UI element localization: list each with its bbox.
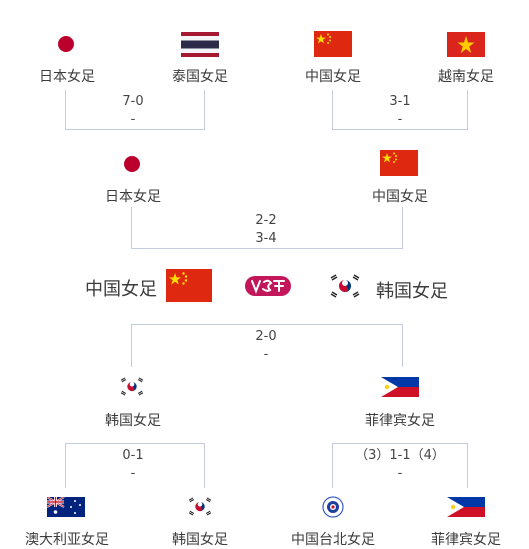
match-score-2: -	[397, 112, 403, 127]
team-name: 中国台北女足	[291, 532, 375, 548]
china-flag	[166, 269, 212, 302]
korea-flag	[186, 496, 214, 517]
match-score-2: -	[397, 466, 403, 481]
bracket-line	[332, 443, 333, 488]
bracket-line	[65, 443, 66, 488]
bracket-line	[332, 90, 333, 130]
team-name: 泰国女足	[172, 69, 228, 85]
match-score: 2-0	[255, 329, 277, 344]
match-score-2: 3-4	[255, 231, 277, 246]
bracket-line	[131, 248, 403, 249]
match-score: 0-1	[122, 448, 144, 463]
match-score: 2-2	[255, 213, 277, 228]
match-score: （3）1-1（4）	[355, 448, 445, 463]
korea-flag	[118, 376, 146, 397]
bracket-line	[131, 324, 132, 367]
bracket-line	[402, 207, 403, 249]
japan-flag	[123, 155, 141, 173]
bracket-line	[131, 207, 132, 249]
match-score: 3-1	[389, 94, 411, 109]
team-name: 澳大利亚女足	[25, 532, 109, 548]
bracket-line	[204, 90, 205, 130]
team-name: 韩国女足	[172, 532, 228, 548]
bracket-line	[65, 443, 205, 444]
australia-flag	[47, 497, 85, 517]
bracket-line	[65, 90, 66, 130]
bracket-line	[402, 324, 403, 367]
china-flag	[380, 150, 418, 176]
final-team-name: 中国女足	[85, 279, 157, 300]
team-name: 韩国女足	[105, 413, 161, 429]
team-name: 菲律宾女足	[365, 413, 435, 429]
match-score-2: -	[130, 112, 136, 127]
match-score-2: -	[263, 347, 269, 362]
match-score: 7-0	[122, 94, 144, 109]
team-name: 越南女足	[438, 69, 494, 85]
china-flag	[314, 31, 352, 57]
team-name: 中国女足	[305, 69, 361, 85]
team-name: 日本女足	[39, 69, 95, 85]
thailand-flag	[181, 32, 219, 57]
bracket-line	[65, 129, 205, 130]
final-team-name: 韩国女足	[376, 281, 448, 302]
japan-flag	[57, 35, 75, 53]
philippines-flag	[447, 497, 485, 517]
philippines-flag	[381, 377, 419, 397]
match-score-2: -	[130, 466, 136, 481]
vs-logo-icon	[244, 274, 292, 298]
team-name: 中国女足	[372, 189, 428, 205]
bracket-line	[332, 443, 468, 444]
team-name: 日本女足	[105, 189, 161, 205]
chinese-taipei-flag	[322, 496, 344, 518]
bracket-line	[467, 443, 468, 488]
bracket-line	[332, 129, 468, 130]
vietnam-flag	[447, 32, 485, 57]
bracket-line	[204, 443, 205, 488]
team-name: 菲律宾女足	[431, 532, 501, 548]
bracket-line	[467, 90, 468, 130]
bracket-line	[131, 324, 403, 325]
korea-flag	[327, 273, 363, 299]
